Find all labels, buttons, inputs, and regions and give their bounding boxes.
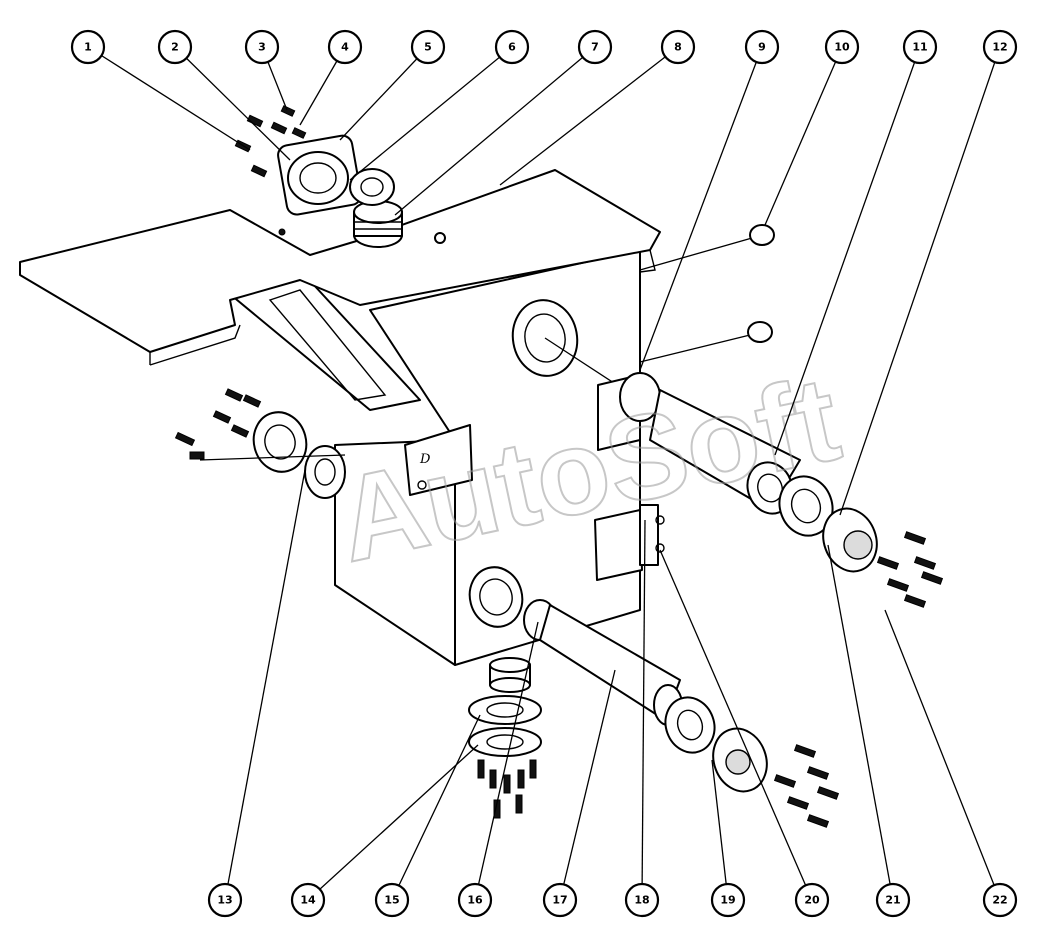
callout-14: 14 bbox=[290, 882, 326, 918]
callout-21-label: 21 bbox=[885, 894, 900, 907]
callout-18: 18 bbox=[624, 882, 660, 918]
callout-5-label: 5 bbox=[424, 41, 432, 54]
callout-16: 16 bbox=[457, 882, 493, 918]
callout-19: 19 bbox=[710, 882, 746, 918]
left-bolts bbox=[174, 388, 262, 460]
callout-16-label: 16 bbox=[467, 894, 483, 907]
callout-13: 13 bbox=[207, 882, 243, 918]
lower-sleeve-assembly bbox=[468, 566, 840, 828]
bottom-drain-assembly bbox=[468, 657, 542, 819]
callout-7: 7 bbox=[577, 29, 613, 65]
top-bolts bbox=[234, 105, 307, 178]
callout-22-label: 22 bbox=[992, 894, 1007, 907]
bottom-bolts bbox=[477, 759, 537, 819]
filler-cap bbox=[278, 200, 446, 248]
plugs bbox=[639, 224, 775, 363]
callout-20: 20 bbox=[794, 882, 830, 918]
callout-21: 21 bbox=[875, 882, 911, 918]
callout-15: 15 bbox=[374, 882, 410, 918]
callouts-top: 1 2 3 4 5 6 7 8 9 10 11 12 bbox=[70, 29, 1018, 65]
callout-12: 12 bbox=[982, 29, 1018, 65]
hinged-panel: D bbox=[404, 424, 473, 496]
callout-5: 5 bbox=[410, 29, 446, 65]
callout-12-label: 12 bbox=[992, 41, 1007, 54]
callout-13-label: 13 bbox=[217, 894, 232, 907]
callout-2-label: 2 bbox=[171, 41, 179, 54]
top-cover-plate bbox=[19, 169, 661, 366]
callout-22: 22 bbox=[982, 882, 1018, 918]
callout-2: 2 bbox=[157, 29, 193, 65]
callout-10-label: 10 bbox=[834, 41, 850, 54]
callout-4-label: 4 bbox=[341, 41, 349, 54]
upper-body-flange bbox=[511, 299, 641, 401]
callout-1: 1 bbox=[70, 29, 106, 65]
callout-6: 6 bbox=[494, 29, 530, 65]
callout-19-label: 19 bbox=[720, 894, 735, 907]
top-flange-assembly bbox=[234, 105, 395, 216]
callout-17-label: 17 bbox=[552, 894, 567, 907]
callout-11: 11 bbox=[902, 29, 938, 65]
upper-right-bolts bbox=[876, 531, 944, 608]
callout-20-label: 20 bbox=[804, 894, 820, 907]
callout-15-label: 15 bbox=[384, 894, 399, 907]
callout-17: 17 bbox=[542, 882, 578, 918]
left-flange-assembly bbox=[174, 388, 346, 499]
callout-11-label: 11 bbox=[912, 41, 927, 54]
callout-14-label: 14 bbox=[300, 894, 316, 907]
callout-7-label: 7 bbox=[591, 41, 599, 54]
callout-9: 9 bbox=[744, 29, 780, 65]
callout-18-label: 18 bbox=[634, 894, 649, 907]
callout-1-label: 1 bbox=[84, 41, 92, 54]
upper-sleeve-assembly bbox=[597, 372, 944, 608]
callout-9-label: 9 bbox=[758, 41, 766, 54]
callout-8-label: 8 bbox=[674, 41, 682, 54]
callout-8: 8 bbox=[660, 29, 696, 65]
leader-lines bbox=[87, 46, 1001, 901]
lower-right-bolts bbox=[773, 744, 840, 828]
panel-letter: D bbox=[419, 452, 431, 467]
callout-6-label: 6 bbox=[508, 41, 516, 54]
callout-4: 4 bbox=[327, 29, 363, 65]
callout-3: 3 bbox=[244, 29, 280, 65]
callout-10: 10 bbox=[824, 29, 860, 65]
callout-3-label: 3 bbox=[258, 41, 266, 54]
callouts-bottom: 13 14 15 16 17 18 19 20 21 22 bbox=[207, 882, 1018, 918]
